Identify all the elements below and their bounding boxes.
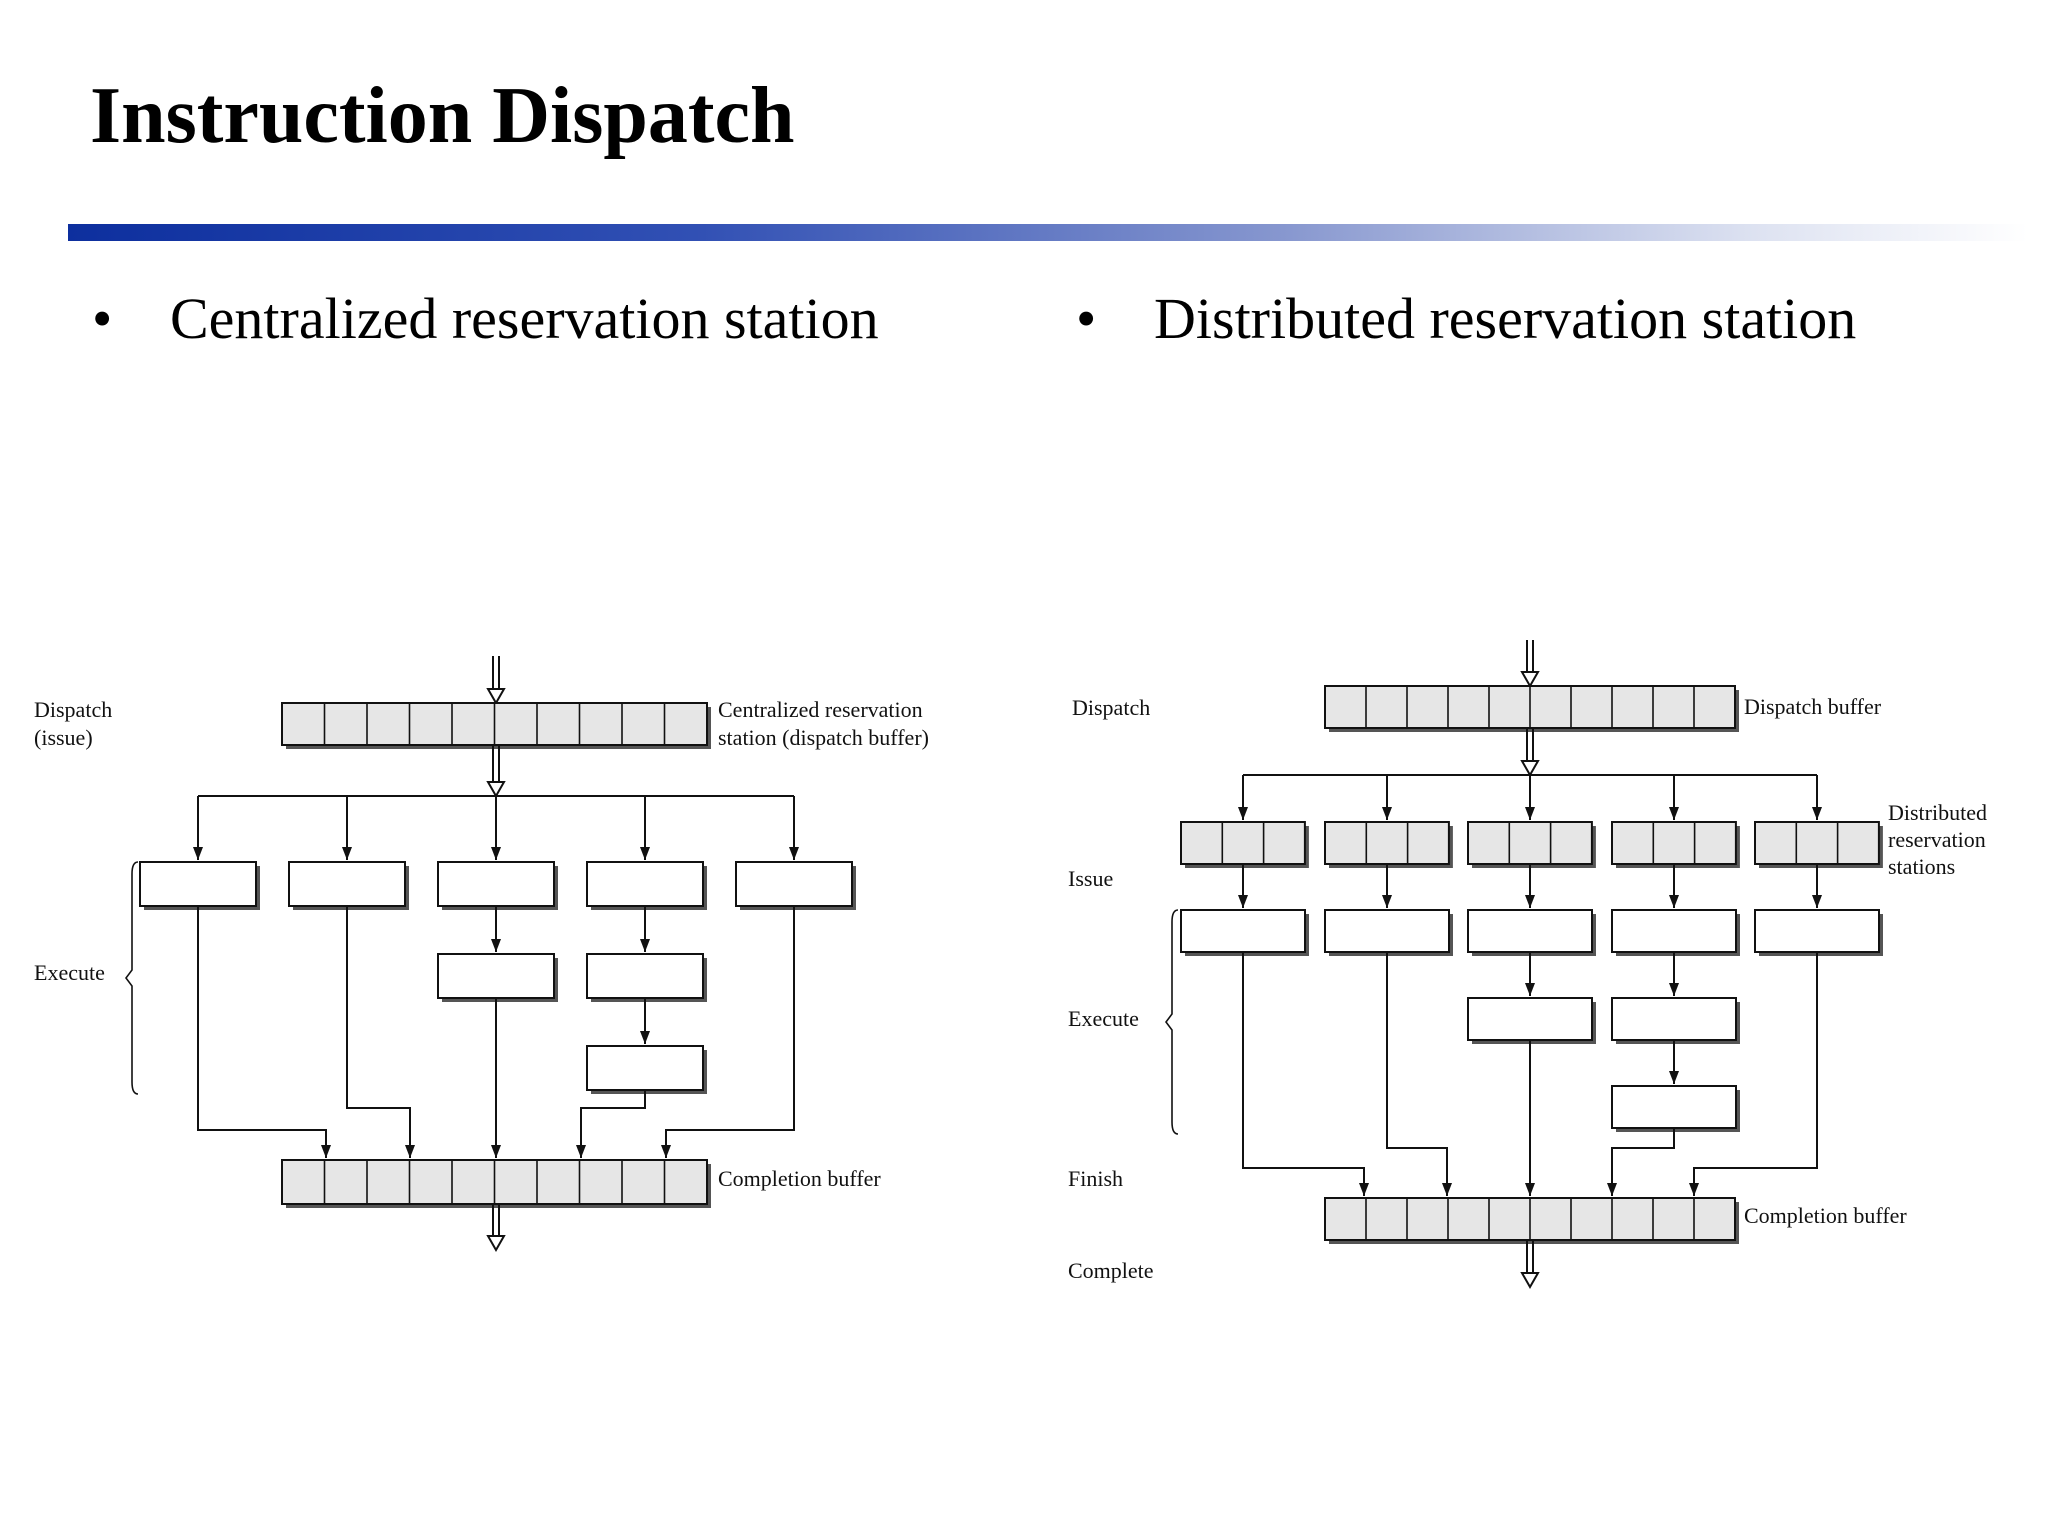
- left-fu-2b: [437, 953, 555, 999]
- right-stage-execute: Execute: [1068, 1006, 1139, 1031]
- left-output-arrow-head: [486, 1235, 506, 1253]
- right-distributed-label-2: reservation: [1888, 827, 1986, 852]
- left-result-1: [346, 906, 411, 1158]
- bullet-text-distributed: Distributed reservation station: [1154, 286, 1857, 351]
- slide-title: Instruction Dispatch: [90, 72, 795, 160]
- diagram-shapes: [125, 640, 1883, 1290]
- left-issue-arrow-2-head: [491, 847, 501, 860]
- right-reservation-0: [1180, 821, 1306, 865]
- right-result-0: [1242, 952, 1365, 1196]
- right-fu-4: [1754, 909, 1880, 953]
- left-result-0: [197, 906, 327, 1158]
- left-result-3: [580, 1090, 646, 1158]
- right-exec-arrow-4-head: [1812, 895, 1822, 908]
- left-chain-arrow-2a-head: [491, 939, 501, 952]
- left-issue-arrow-4-head: [789, 847, 799, 860]
- left-completion-label: Completion buffer: [718, 1166, 881, 1191]
- right-stage-complete: Complete: [1068, 1258, 1154, 1283]
- right-result-3: [1611, 1128, 1675, 1196]
- right-result-1: [1386, 952, 1448, 1196]
- left-issue-arrow-0-head: [193, 847, 203, 860]
- right-fu-2b: [1467, 997, 1593, 1041]
- right-chain-arrow-2a-head: [1525, 983, 1535, 996]
- right-result-2-head: [1525, 1183, 1535, 1196]
- right-result-1-head: [1442, 1183, 1452, 1196]
- left-result-4: [665, 906, 795, 1158]
- right-input-arrow-head: [1520, 671, 1540, 689]
- left-fu-2: [437, 861, 555, 907]
- right-execute-brace: [1165, 909, 1179, 1135]
- right-fu-3c: [1611, 1085, 1737, 1129]
- right-result-4: [1693, 952, 1818, 1196]
- right-chain-arrow-3b-head: [1669, 1071, 1679, 1084]
- right-dispatch-arrow-head: [1520, 760, 1540, 778]
- left-stage-execute: Execute: [34, 960, 105, 985]
- right-reservation-1: [1324, 821, 1450, 865]
- left-chain-arrow-3b-head: [640, 1031, 650, 1044]
- right-chain-arrow-3a-head: [1669, 983, 1679, 996]
- left-fu-3b: [586, 953, 704, 999]
- left-reservation-label-1: Centralized reservation: [718, 697, 923, 722]
- right-exec-arrow-3-head: [1669, 895, 1679, 908]
- left-fu-1: [288, 861, 406, 907]
- right-dispatch-buffer-label: Dispatch buffer: [1744, 694, 1882, 719]
- right-fu-3b: [1611, 997, 1737, 1041]
- left-execute-brace: [125, 861, 139, 1095]
- right-distributed-label-1: Distributed: [1888, 800, 1987, 825]
- left-result-4-head: [661, 1145, 671, 1158]
- right-result-0-head: [1359, 1183, 1369, 1196]
- right-issue-arrow-2-head: [1525, 807, 1535, 820]
- right-issue-arrow-4-head: [1812, 807, 1822, 820]
- left-dispatch-arrow-head: [486, 781, 506, 799]
- bullet-marker: •: [1076, 286, 1097, 351]
- right-fu-1: [1324, 909, 1450, 953]
- left-chain-arrow-3a-head: [640, 939, 650, 952]
- bullet-text-centralized: Centralized reservation station: [170, 286, 879, 351]
- left-stage-dispatch: Dispatch: [34, 697, 112, 722]
- left-issue-arrow-1-head: [342, 847, 352, 860]
- left-reservation-label-2: station (dispatch buffer): [718, 725, 929, 750]
- right-reservation-3: [1611, 821, 1737, 865]
- right-output-arrow-head: [1520, 1272, 1540, 1290]
- right-exec-arrow-2-head: [1525, 895, 1535, 908]
- right-reservation-4: [1754, 821, 1880, 865]
- left-fu-0: [139, 861, 257, 907]
- left-result-2-head: [491, 1145, 501, 1158]
- left-result-1-head: [405, 1145, 415, 1158]
- right-fu-2: [1467, 909, 1593, 953]
- left-result-0-head: [321, 1145, 331, 1158]
- right-result-4-head: [1689, 1183, 1699, 1196]
- right-fu-0: [1180, 909, 1306, 953]
- right-exec-arrow-1-head: [1382, 895, 1392, 908]
- left-result-3-head: [576, 1145, 586, 1158]
- left-input-arrow-head: [486, 688, 506, 706]
- right-result-3-head: [1607, 1183, 1617, 1196]
- right-reservation-2: [1467, 821, 1593, 865]
- right-issue-arrow-3-head: [1669, 807, 1679, 820]
- right-stage-issue: Issue: [1068, 866, 1113, 891]
- right-exec-arrow-0-head: [1238, 895, 1248, 908]
- left-fu-4: [735, 861, 853, 907]
- right-issue-arrow-1-head: [1382, 807, 1392, 820]
- left-fu-3c: [586, 1045, 704, 1091]
- right-completion-label: Completion buffer: [1744, 1203, 1907, 1228]
- right-distributed-label-3: stations: [1888, 854, 1955, 879]
- left-stage-issue: (issue): [34, 725, 93, 750]
- right-stage-finish: Finish: [1068, 1166, 1123, 1191]
- right-fu-3: [1611, 909, 1737, 953]
- title-rule: [68, 224, 2028, 241]
- left-issue-arrow-3-head: [640, 847, 650, 860]
- bullet-marker: •: [92, 286, 113, 351]
- left-fu-3: [586, 861, 704, 907]
- right-issue-arrow-0-head: [1238, 807, 1248, 820]
- right-stage-dispatch: Dispatch: [1072, 695, 1150, 720]
